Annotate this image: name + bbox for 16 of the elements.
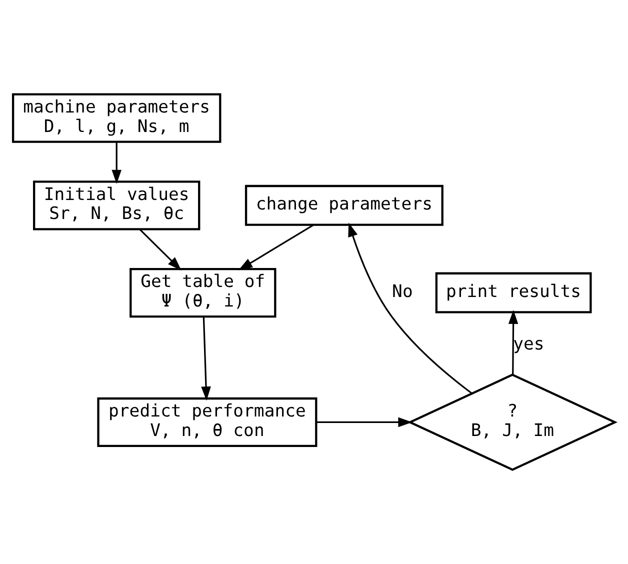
arrow <box>139 228 182 271</box>
arrow <box>112 142 122 184</box>
arrow <box>348 222 472 394</box>
arrow <box>508 310 518 375</box>
node-box: machine parameters D, l, g, Ns, m <box>12 93 222 143</box>
arrow <box>238 224 314 270</box>
node-box: print results <box>435 272 592 314</box>
node-box: predict performance V, n, θ con <box>97 397 318 448</box>
node-box: change parameters <box>244 184 444 226</box>
node-box: Get table of Ψ (θ, i) <box>130 268 276 318</box>
edge-label: No <box>392 282 413 302</box>
node-box: Initial values Sr, N, Bs, θc <box>33 180 200 230</box>
node-diamond: ? B, J, Im <box>407 374 618 471</box>
arrow <box>316 417 412 428</box>
edge-label: yes <box>513 334 544 355</box>
arrow <box>201 316 211 401</box>
